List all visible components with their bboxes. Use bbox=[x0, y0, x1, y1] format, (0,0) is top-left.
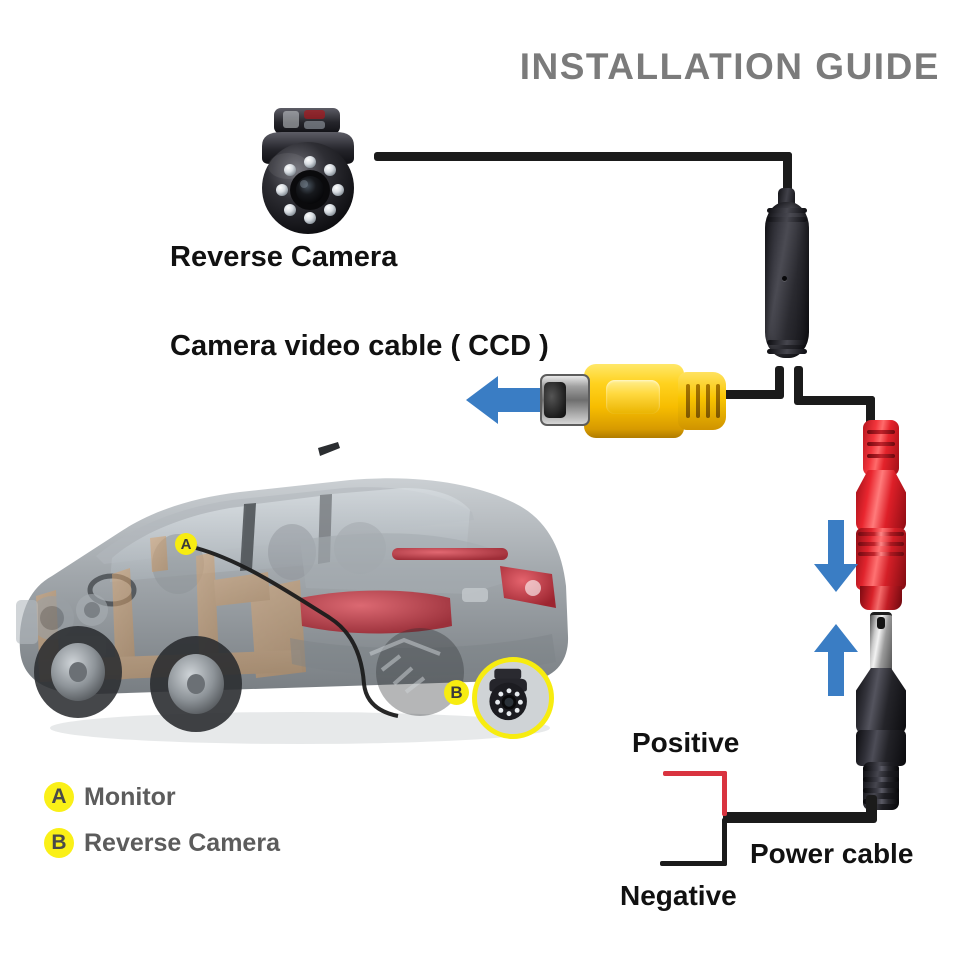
dc-power-female-connector bbox=[854, 420, 908, 620]
rca-video-connector bbox=[540, 362, 730, 440]
legend-badge-b: B bbox=[44, 828, 74, 858]
legend-item-reverse-camera: B Reverse Camera bbox=[44, 828, 280, 858]
positive-wire-vertical bbox=[722, 771, 727, 816]
dc-power-male-plug bbox=[852, 612, 910, 812]
camera-install-highlight bbox=[472, 657, 554, 739]
camera-cable-horizontal bbox=[374, 152, 792, 161]
video-branch-down bbox=[775, 366, 784, 398]
camera-cable-down bbox=[783, 152, 792, 200]
arrow-down-icon bbox=[814, 520, 858, 592]
power-branch-down2 bbox=[866, 396, 875, 428]
cable-junction-box bbox=[762, 188, 812, 372]
arrow-up-icon bbox=[814, 624, 858, 696]
marker-b-camera: B bbox=[444, 680, 469, 705]
camera-video-cable-label: Camera video cable ( CCD ) bbox=[170, 330, 549, 362]
power-cable-label: Power cable bbox=[750, 838, 914, 869]
power-branch-right bbox=[794, 396, 875, 405]
reverse-camera-image bbox=[262, 108, 354, 234]
page-title: INSTALLATION GUIDE bbox=[519, 46, 940, 87]
marker-a-monitor: A bbox=[175, 533, 197, 555]
positive-wire-label: Positive bbox=[632, 727, 740, 758]
power-cable-horizontal bbox=[723, 812, 877, 823]
legend-badge-a: A bbox=[44, 782, 74, 812]
legend: A Monitor B Reverse Camera bbox=[44, 782, 280, 874]
negative-wire-label: Negative bbox=[620, 880, 737, 911]
reverse-camera-label: Reverse Camera bbox=[170, 241, 398, 273]
legend-label-reverse-camera: Reverse Camera bbox=[84, 828, 280, 857]
positive-wire-horizontal bbox=[663, 771, 727, 776]
routed-camera-cable bbox=[195, 546, 399, 718]
legend-label-monitor: Monitor bbox=[84, 782, 176, 811]
negative-wire-horizontal bbox=[660, 861, 727, 866]
camera-led-ring bbox=[276, 156, 344, 224]
negative-wire-vertical bbox=[722, 818, 727, 866]
power-cable-vertical bbox=[866, 795, 877, 821]
video-branch-left bbox=[712, 390, 784, 399]
power-branch-down bbox=[794, 366, 803, 404]
legend-item-monitor: A Monitor bbox=[44, 782, 280, 812]
arrow-left-icon bbox=[466, 376, 550, 424]
